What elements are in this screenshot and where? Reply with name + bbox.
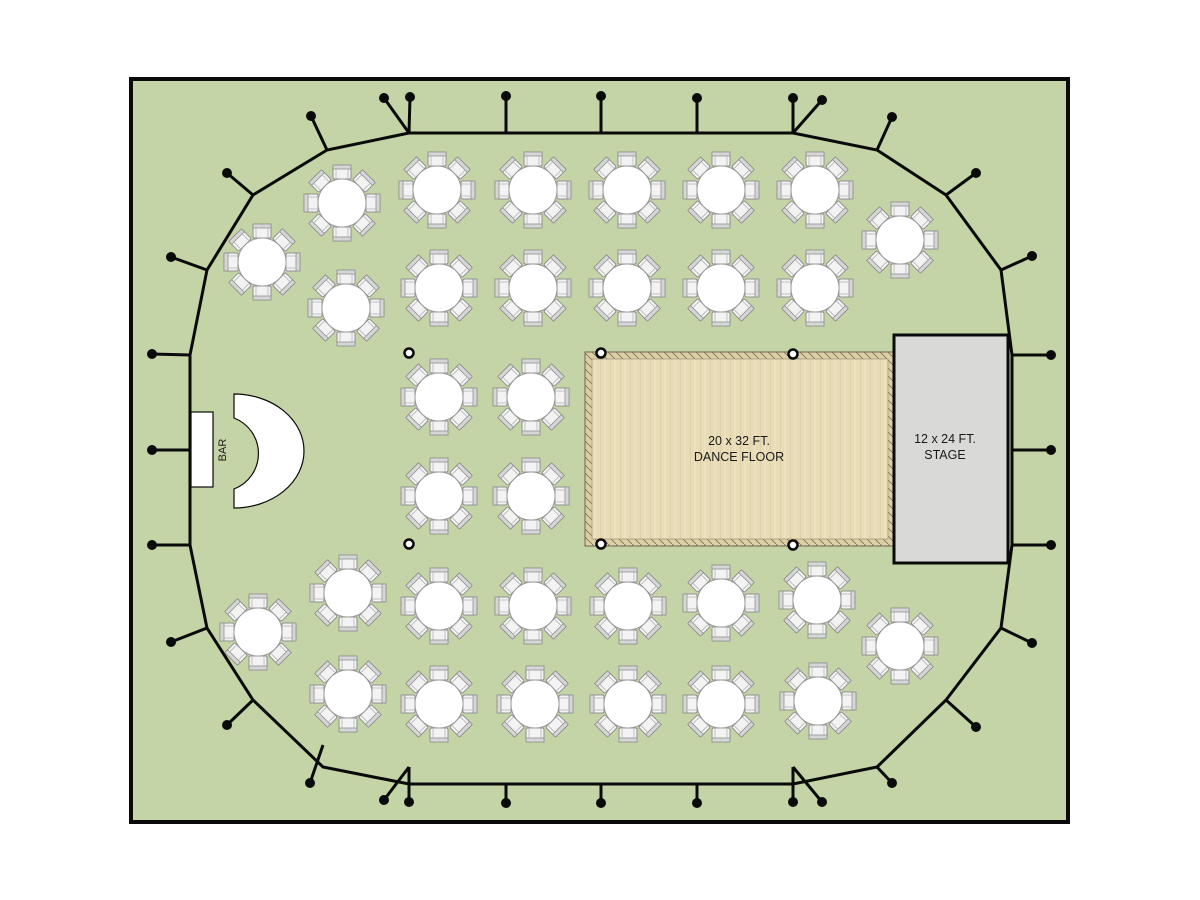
round-table-8-seat[interactable] (683, 152, 759, 228)
tent-stake (692, 93, 702, 133)
round-table-8-seat[interactable] (590, 666, 666, 742)
round-table-8-seat[interactable] (304, 165, 380, 241)
tent-stake (945, 168, 981, 197)
tent-stake (379, 93, 411, 134)
tent-stake (501, 784, 511, 808)
tent-stake (147, 445, 190, 455)
round-table-8-seat[interactable] (862, 202, 938, 278)
round-table-8-seat[interactable] (399, 152, 475, 228)
tent-stake (147, 540, 190, 550)
round-table-8-seat[interactable] (401, 666, 477, 742)
tent-stake (1012, 445, 1056, 455)
round-table-8-seat[interactable] (589, 250, 665, 326)
round-table-8-seat[interactable] (495, 152, 571, 228)
round-table-8-seat[interactable] (862, 608, 938, 684)
tent-stake (596, 91, 606, 133)
tent-stake (166, 252, 208, 272)
round-table-8-seat[interactable] (589, 152, 665, 228)
tent-stake (1012, 350, 1056, 360)
tent-pole (787, 539, 799, 551)
round-table-8-seat[interactable] (779, 562, 855, 638)
round-table-8-seat[interactable] (683, 666, 759, 742)
round-table-8-seat[interactable] (683, 565, 759, 641)
round-table-8-seat[interactable] (401, 568, 477, 644)
round-table-8-seat[interactable] (310, 555, 386, 631)
round-table-8-seat[interactable] (777, 250, 853, 326)
round-table-8-seat[interactable] (777, 152, 853, 228)
round-table-8-seat[interactable] (780, 663, 856, 739)
tent-pole (595, 538, 607, 550)
tent-pole (403, 538, 415, 550)
round-table-8-seat[interactable] (683, 250, 759, 326)
dance-floor[interactable]: 20 x 32 FT. DANCE FLOOR (584, 351, 896, 547)
round-table-8-seat[interactable] (220, 594, 296, 670)
tent-stake (596, 784, 606, 808)
round-table-8-seat[interactable] (401, 250, 477, 326)
stage-size-label: 12 x 24 FT. (914, 432, 976, 446)
tent-poles (403, 347, 799, 551)
round-table-8-seat[interactable] (224, 224, 300, 300)
round-table-8-seat[interactable] (493, 458, 569, 534)
tent-stake (305, 744, 325, 788)
tent-stake (875, 112, 897, 151)
round-table-8-seat[interactable] (401, 458, 477, 534)
tent-stake (222, 698, 255, 730)
tent-stake (875, 765, 897, 788)
tent-stake (222, 168, 254, 197)
tent-stakes (147, 91, 1056, 808)
round-table-8-seat[interactable] (308, 270, 384, 346)
round-table-8-seat[interactable] (310, 656, 386, 732)
round-table-8-seat[interactable] (495, 250, 571, 326)
round-table-8-seat[interactable] (590, 568, 666, 644)
tent-stake (379, 766, 411, 805)
tent-stake (944, 698, 981, 732)
tent-stake (1012, 540, 1056, 550)
tent-stake (791, 95, 827, 134)
stage[interactable]: 12 x 24 FT. STAGE (892, 333, 1010, 565)
tent-pole (595, 347, 607, 359)
tent-stake (1000, 251, 1037, 272)
tent-stake (692, 784, 702, 808)
dance-floor-size-label: 20 x 32 FT. (708, 434, 770, 448)
tent-pole (403, 347, 415, 359)
bar[interactable]: BAR (190, 393, 305, 509)
tent-stake (166, 626, 208, 647)
round-table-8-seat[interactable] (493, 359, 569, 435)
tent-stake (791, 766, 827, 807)
stage-name-label: STAGE (924, 448, 965, 462)
round-table-8-seat[interactable] (495, 568, 571, 644)
tent-stake (788, 93, 798, 133)
round-table-8-seat[interactable] (497, 666, 573, 742)
bar-label: BAR (217, 439, 229, 462)
tent-stake (306, 111, 329, 151)
dance-floor-name-label: DANCE FLOOR (694, 450, 784, 464)
tent-stake (147, 349, 191, 359)
tent-stake (405, 92, 415, 134)
tent-outline (188, 131, 1014, 786)
tent-pole (787, 348, 799, 360)
round-table-8-seat[interactable] (401, 359, 477, 435)
bar-counter-curved (233, 393, 305, 509)
tent-stake (501, 91, 511, 133)
tent-stake (1000, 626, 1037, 648)
